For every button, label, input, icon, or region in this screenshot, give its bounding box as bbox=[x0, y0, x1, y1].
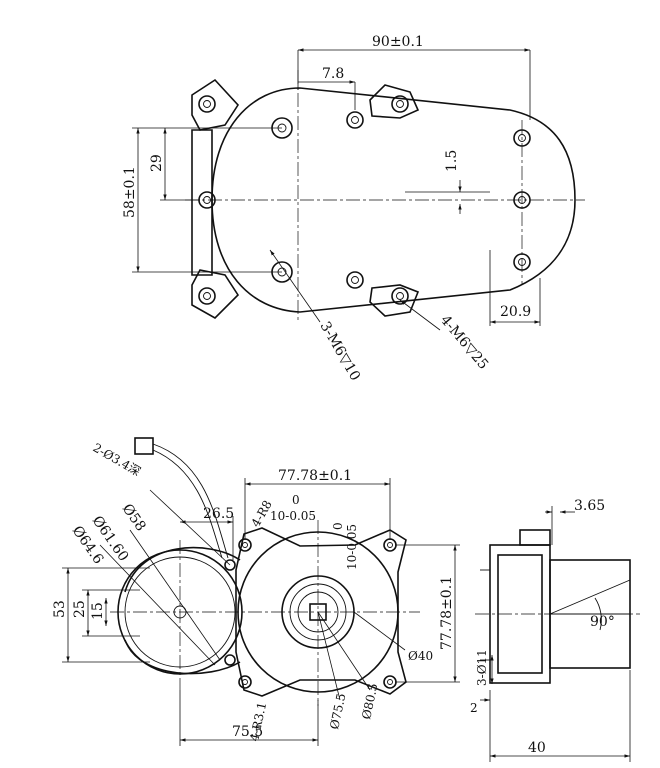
dim-front-height: 77.78±0.1 bbox=[439, 576, 455, 650]
dim-front-15: 15 bbox=[90, 602, 106, 620]
dim-top-20-9: 20.9 bbox=[500, 304, 531, 320]
dim-side-3-65: 3.65 bbox=[574, 498, 605, 514]
top-housing-outline bbox=[211, 87, 576, 313]
dim-front-25: 25 bbox=[72, 600, 88, 618]
dim-top-height: 58±0.1 bbox=[122, 166, 138, 218]
top-left-tab bbox=[191, 129, 213, 276]
dim-front-53: 53 bbox=[52, 600, 68, 618]
dim-side-90deg: 90° bbox=[590, 614, 615, 630]
dim-front-d58: Ø58 bbox=[119, 501, 149, 534]
dim-side-2: 2 bbox=[470, 701, 478, 715]
tol-1-bot: 10-0.05 bbox=[270, 509, 316, 523]
side-view: 3.65 90° 3-Ø11 2 40 bbox=[470, 498, 640, 762]
dim-top-1-5: 1.5 bbox=[444, 150, 460, 172]
connector-icon bbox=[134, 437, 154, 455]
dim-side-3-d11: 3-Ø11 bbox=[475, 649, 489, 686]
dim-front-d80-5: Ø80.5 bbox=[359, 682, 380, 721]
top-view: 90±0.1 7.8 58±0.1 29 1.5 20.9 3-M6▽10 4-… bbox=[122, 34, 585, 384]
top-flange-lobe-right-top bbox=[369, 84, 420, 119]
callout-3-m6: 3-M6▽10 bbox=[317, 319, 364, 384]
dim-top-29: 29 bbox=[149, 154, 165, 172]
dim-front-d75-5: Ø75.5 bbox=[327, 692, 348, 731]
front-view: 77.78±0.1 0 10-0.05 0 10-0.05 4-R8 77.78… bbox=[52, 437, 460, 746]
dim-side-40: 40 bbox=[528, 740, 546, 756]
dim-top-offset: 7.8 bbox=[322, 66, 344, 82]
callout-4-m6: 4-M6▽25 bbox=[437, 312, 491, 372]
dim-front-d40: Ø40 bbox=[408, 649, 433, 663]
dim-front-26-5: 26.5 bbox=[203, 506, 234, 522]
top-flange-lobe-left-top bbox=[191, 78, 240, 131]
tol-2-top: 0 bbox=[331, 522, 345, 530]
dim-top-width: 90±0.1 bbox=[372, 34, 424, 50]
dim-front-width: 77.78±0.1 bbox=[278, 468, 352, 484]
tol-1-top: 0 bbox=[292, 493, 300, 507]
dim-front-75-5: 75.5 bbox=[232, 724, 263, 740]
top-flange-lobe-left-bottom bbox=[191, 269, 240, 319]
callout-4-r3-1: 4-R3.1 bbox=[247, 701, 269, 743]
tol-2-bot: 10-0.05 bbox=[345, 524, 359, 570]
top-flange-lobe-right-bottom bbox=[369, 284, 420, 317]
